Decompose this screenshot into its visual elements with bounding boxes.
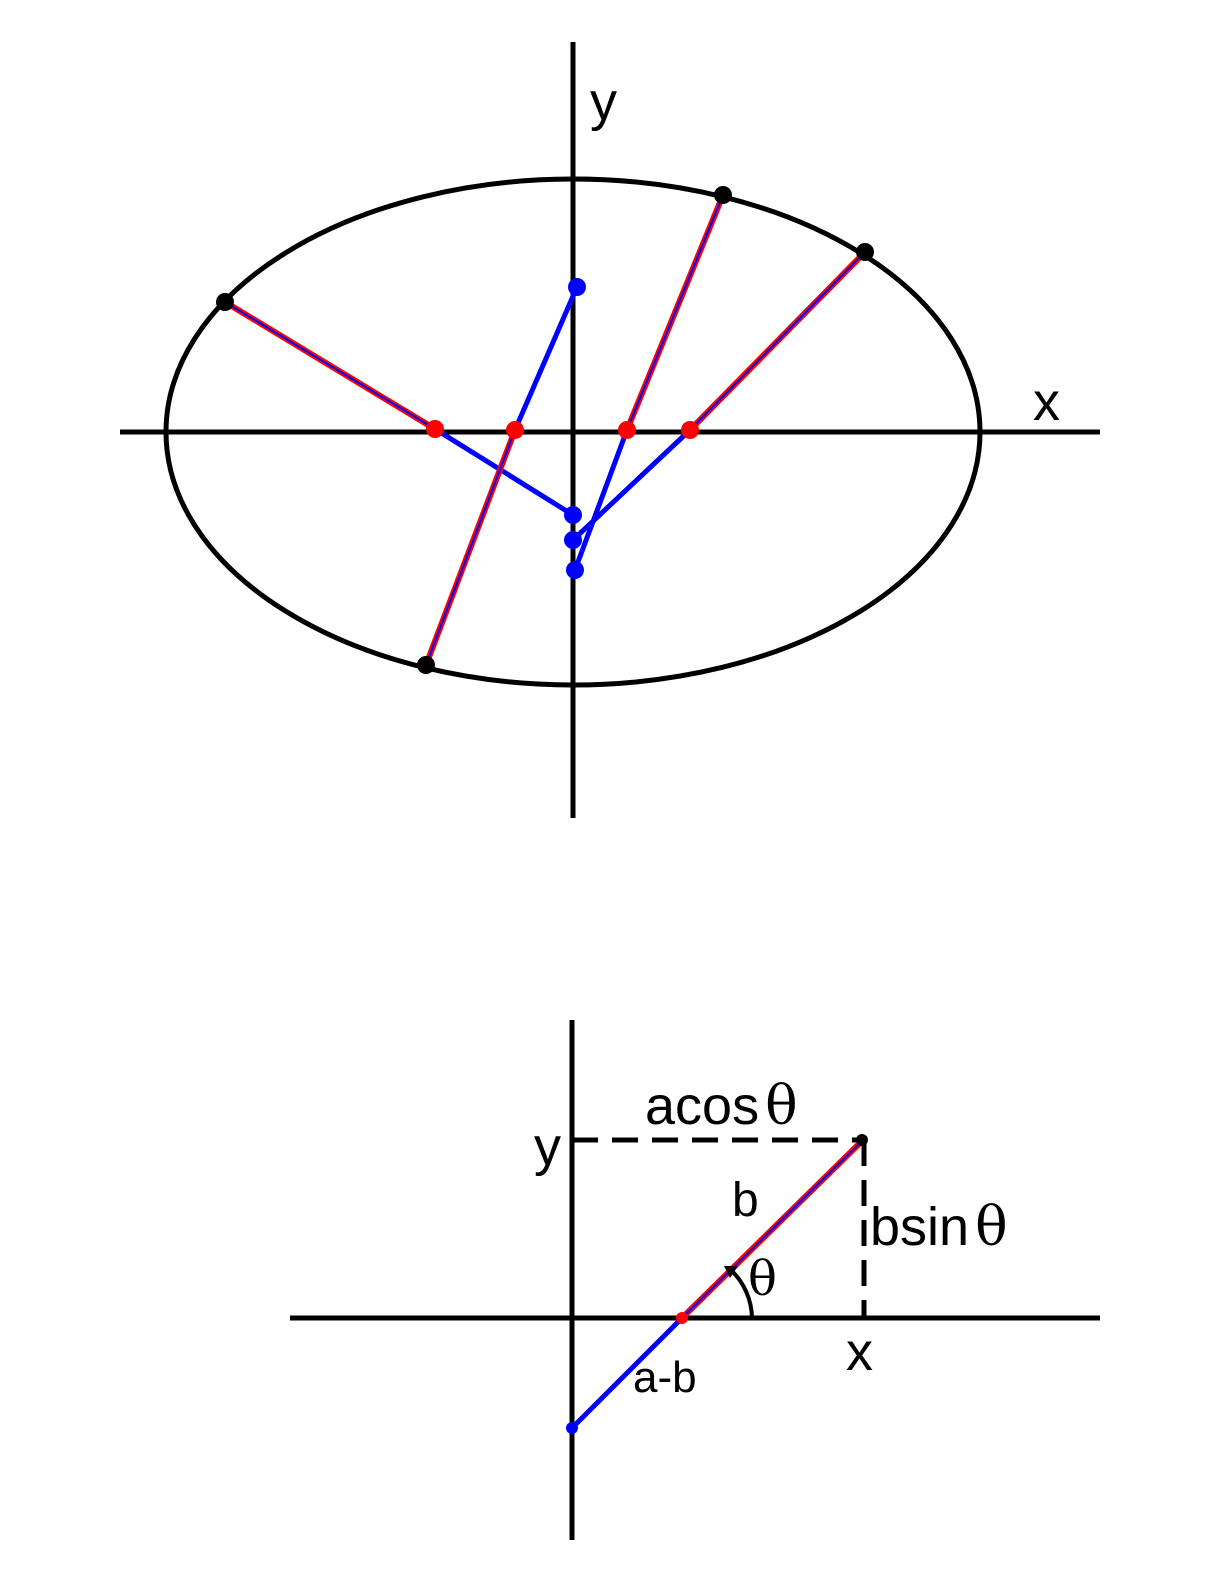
trammel-3-blue-overlay: [626, 194, 724, 431]
trammel-1-x-axis-point: [426, 420, 444, 438]
trammel-1-ellipse-point: [216, 293, 234, 311]
bottom-y-axis-label: y: [534, 1117, 561, 1177]
bottom-x-axis-point: [676, 1312, 688, 1324]
trammel-2-y-axis-point: [568, 278, 586, 296]
trammel-4-ellipse-point: [856, 243, 874, 261]
label-bsin-theta-symbol: θ: [975, 1195, 1008, 1258]
trammel-1-y-axis-point: [564, 506, 582, 524]
theta-arc-arrowhead: [724, 1266, 738, 1278]
label-b: b: [732, 1174, 759, 1227]
trammel-4: [564, 243, 874, 549]
bottom-y-axis-point: [566, 1422, 578, 1434]
trammel-4-x-axis-point: [681, 421, 699, 439]
trammel-4-blue-segment: [571, 428, 692, 542]
label-theta-angle: θ: [748, 1251, 777, 1307]
top-figure: y x: [120, 42, 1100, 818]
trammel-3-y-axis-point: [566, 561, 584, 579]
trammel-3-ellipse-point: [714, 186, 732, 204]
bottom-ellipse-point: [856, 1134, 868, 1146]
trammel-2-x-axis-point: [506, 421, 524, 439]
trammel-3-blue-segment: [572, 429, 630, 571]
trammel-1-blue-segment: [433, 426, 575, 518]
bottom-x-axis-label: x: [846, 1322, 873, 1382]
top-x-axis-label: x: [1033, 372, 1060, 432]
trammel-1-blue-overlay: [224, 301, 436, 430]
label-acos-theta-symbol: θ: [765, 1074, 798, 1137]
bottom-blue-segment: [570, 1316, 684, 1430]
label-acos: acos: [645, 1076, 759, 1136]
trammel-2-blue-overlay: [425, 429, 516, 666]
bottom-blue-overlay: [681, 1140, 863, 1319]
ellipse: [163, 176, 983, 688]
trammel-2: [417, 278, 586, 674]
label-a-minus-b: a-b: [633, 1353, 697, 1402]
trammel-2-ellipse-point: [417, 656, 435, 674]
trammel-4-blue-overlay: [689, 251, 866, 431]
trammel-2-blue-segment: [512, 286, 580, 431]
label-bsin: bsin: [870, 1197, 969, 1257]
theta-angle-arc: [729, 1268, 754, 1319]
trammel-1: [216, 293, 582, 524]
top-y-axis-label: y: [590, 72, 617, 132]
trammel-3: [566, 186, 732, 579]
trammel-3-x-axis-point: [618, 421, 636, 439]
trammel-4-y-axis-point: [564, 531, 582, 549]
